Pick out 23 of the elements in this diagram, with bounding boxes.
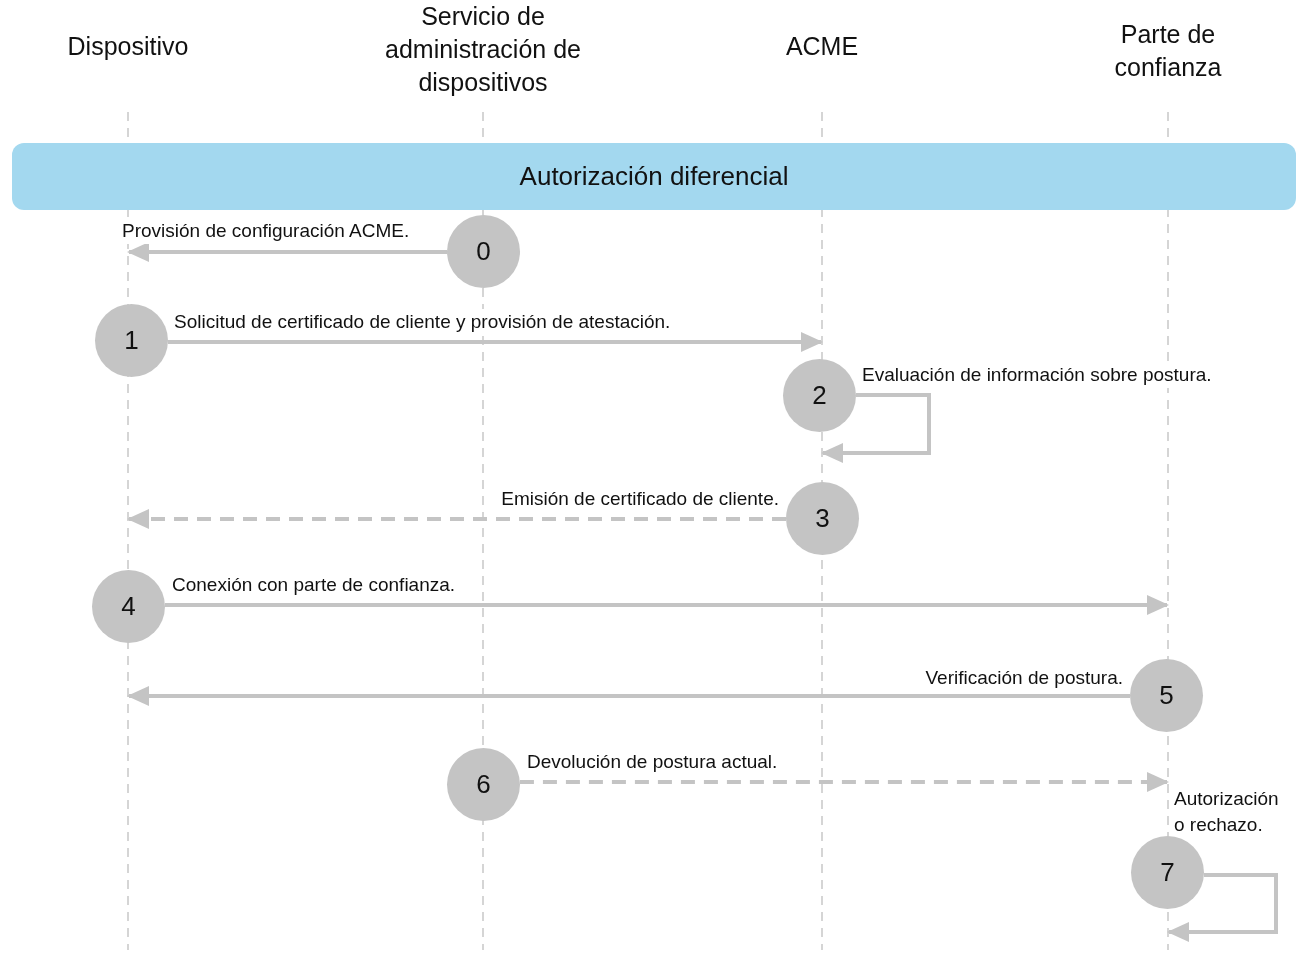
step-circle: 3 xyxy=(786,482,859,555)
arrow xyxy=(519,772,1169,792)
arrow xyxy=(1167,873,1278,942)
arrow xyxy=(167,332,823,352)
phase-title: Autorización diferencial xyxy=(519,161,789,192)
step-circle: 2 xyxy=(783,359,856,432)
arrow xyxy=(127,242,447,262)
arrow xyxy=(821,393,931,463)
phase-band xyxy=(12,143,1296,210)
arrow xyxy=(127,686,1130,706)
participant-name: Servicio de administración de dispositivos xyxy=(384,1,582,98)
step-circle: 4 xyxy=(92,570,165,643)
participant-name: Dispositivo xyxy=(66,31,190,62)
step-circle: 7 xyxy=(1131,836,1204,909)
edge-label: Solicitud de certificado de cliente y provisión de atestación. xyxy=(173,309,672,335)
arrow xyxy=(127,509,786,529)
step-circle: 5 xyxy=(1130,659,1203,732)
arrow xyxy=(164,595,1169,615)
participant-name: ACME xyxy=(784,31,860,62)
step-circle: 1 xyxy=(95,304,168,377)
step-circle: 6 xyxy=(447,748,520,821)
step-circle: 0 xyxy=(447,215,520,288)
participant-name: Parte de confianza xyxy=(1113,19,1223,83)
